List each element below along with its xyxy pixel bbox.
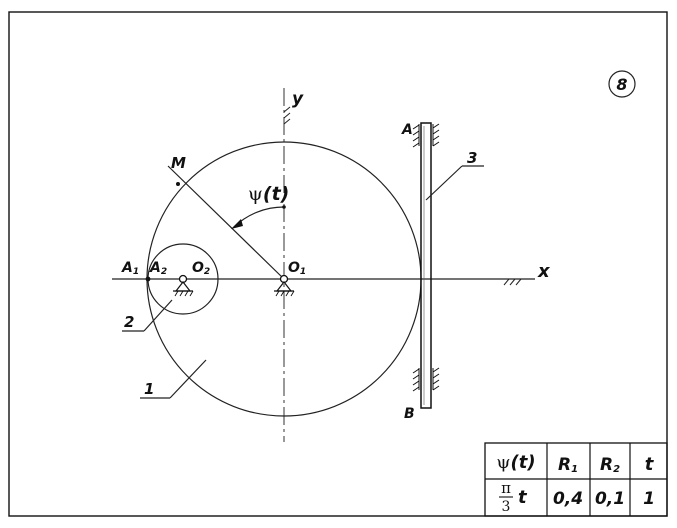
- rack-3: [420, 122, 432, 409]
- table-value-r1: 0,4: [553, 489, 583, 509]
- table-header-r1: R1: [558, 455, 578, 475]
- variant-number: 8: [616, 75, 627, 94]
- psi-argument: (t): [263, 183, 289, 205]
- o1-sub: 1: [300, 267, 306, 277]
- psi-symbol: ψ: [248, 183, 263, 205]
- callout-2-label: 2: [124, 313, 134, 331]
- r1-sub: 1: [571, 464, 578, 475]
- r1-base: R: [558, 455, 571, 475]
- table-value-t: 1: [643, 489, 655, 509]
- point-o1-label: O1: [288, 260, 306, 277]
- pivot-o2: [173, 274, 194, 297]
- table-value-r2: 0,1: [595, 489, 625, 509]
- table-value-psi-num: π: [501, 479, 511, 497]
- point-a-label: A: [401, 122, 413, 138]
- a2-sub: 2: [161, 267, 167, 277]
- guide-a-left: [412, 124, 420, 148]
- a1-base: A: [121, 260, 133, 276]
- table-header-psi-symbol: ψ: [496, 452, 510, 473]
- r2-sub: 2: [613, 464, 620, 475]
- y-axis-label: y: [292, 89, 304, 109]
- callout-1-label: 1: [144, 380, 154, 398]
- table-header-t: t: [645, 454, 655, 475]
- pivot-o1: [274, 274, 295, 297]
- guide-a-right: [432, 123, 440, 147]
- callout-2-leader: [143, 299, 173, 332]
- callout-3-label: 3: [467, 149, 477, 167]
- radius-o1-m: [167, 165, 285, 280]
- point-a2: [145, 276, 151, 282]
- o2-base: O: [192, 260, 204, 276]
- drawing-frame: [8, 11, 668, 517]
- psi-arc-end-dot: [282, 205, 286, 209]
- point-o2-label: O2: [192, 260, 210, 277]
- table-header-psi: ψ(t): [496, 452, 535, 473]
- o2-sub: 2: [204, 267, 210, 277]
- guide-b-right: [432, 367, 440, 391]
- table-header-psi-arg: (t): [511, 452, 536, 473]
- table-header-r2: R2: [600, 455, 620, 475]
- parameters-table: ψ(t) R1 R2 t π 3 t 0,4 0,1 1: [484, 442, 668, 517]
- point-m: [176, 182, 180, 186]
- a2-base: A: [149, 260, 161, 276]
- o1-base: O: [288, 260, 300, 276]
- x-axis-label: x: [537, 261, 551, 282]
- callout-3-leader: [425, 165, 463, 201]
- variant-circle: [608, 70, 636, 98]
- y-axis-hatch: [283, 106, 291, 125]
- table-value-psi-var: t: [518, 487, 528, 508]
- guide-b-left: [412, 368, 420, 392]
- point-a2-label: A2: [149, 260, 167, 277]
- psi-label: ψ(t): [248, 183, 289, 205]
- callout-1-leader: [169, 359, 207, 399]
- a1-sub: 1: [133, 267, 139, 277]
- r2-base: R: [600, 455, 613, 475]
- point-a1-label: A1: [121, 260, 139, 277]
- point-b-label: B: [404, 406, 415, 422]
- point-m-label: M: [171, 154, 186, 172]
- x-axis-hatch: [503, 278, 522, 286]
- table-value-psi-den: 3: [502, 499, 511, 515]
- psi-angle-arrowhead: [231, 219, 243, 229]
